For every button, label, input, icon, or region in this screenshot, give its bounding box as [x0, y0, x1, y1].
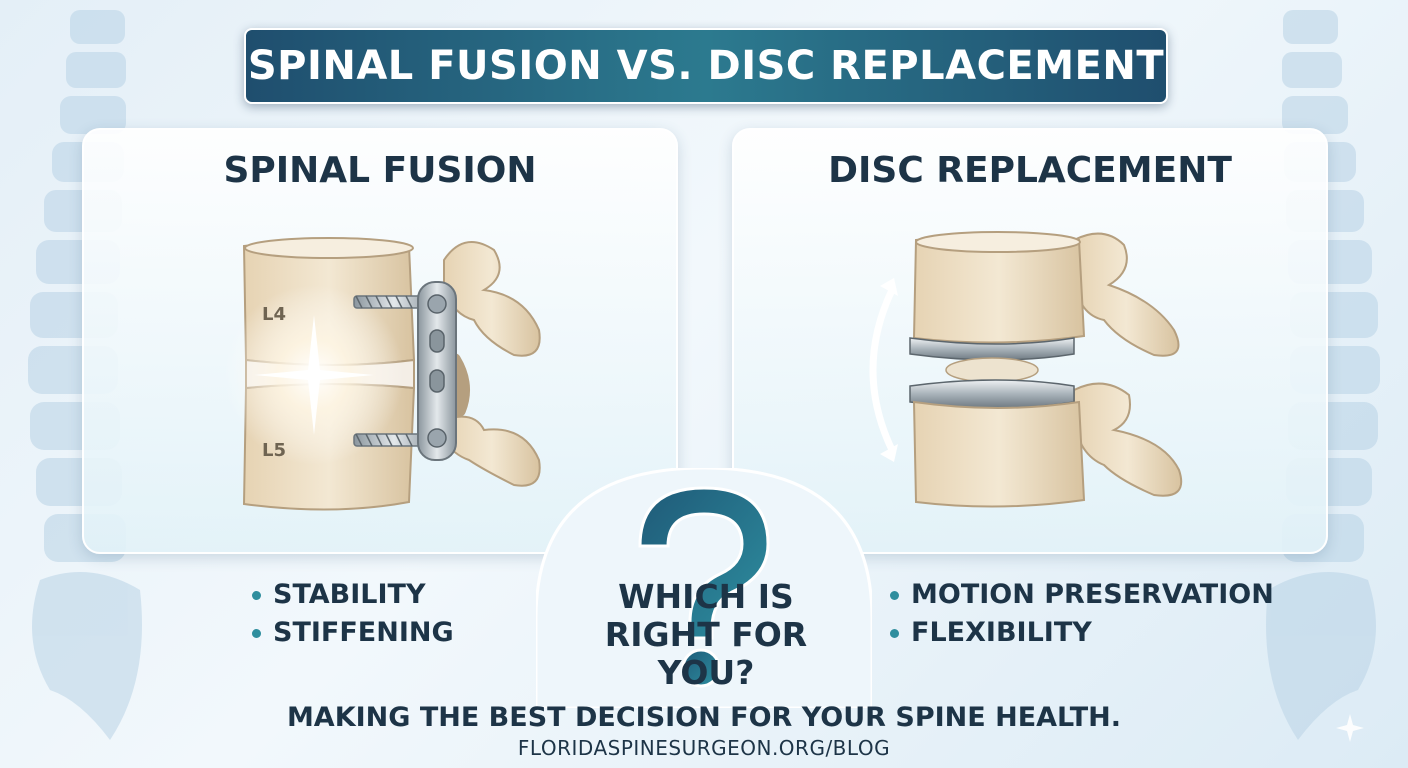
disc-replacement-panel: DISC REPLACEMENT [732, 128, 1328, 554]
bullet-dot-icon [890, 590, 899, 600]
list-item: STIFFENING [252, 614, 454, 652]
fusion-process-top [443, 241, 541, 357]
disc-replacement-illustration [869, 231, 1183, 508]
list-item: FLEXIBILITY [890, 614, 1274, 652]
spinal-fusion-panel: SPINAL FUSION [82, 128, 678, 554]
list-item: STABILITY [252, 576, 454, 614]
fusion-process-bottom [443, 415, 541, 487]
artificial-disc-implant [909, 337, 1075, 409]
bullet-dot-icon [890, 628, 899, 638]
fusion-bullet-list: STABILITY STIFFENING [252, 576, 454, 652]
page-title: SPINAL FUSION VS. DISC REPLACEMENT [247, 43, 1165, 89]
question-mark-icon [638, 486, 770, 688]
sparkle-icon [1336, 714, 1364, 742]
bullet-dot-icon [252, 628, 261, 638]
footer-tagline: MAKING THE BEST DECISION FOR YOUR SPINE … [286, 702, 1122, 733]
label-l5: L5 [262, 440, 286, 461]
replacement-bullet-list: MOTION PRESERVATION FLEXIBILITY [890, 576, 1274, 652]
footer-url: FLORIDASPINESURGEON.ORG/BLOG [517, 736, 891, 760]
list-item: MOTION PRESERVATION [890, 576, 1274, 614]
center-question: WHICH IS RIGHT FOR YOU? [604, 577, 808, 692]
spinal-fusion-illustration: L4 L5 [224, 237, 541, 511]
center-arch [536, 468, 872, 708]
bullet-dot-icon [252, 590, 261, 600]
rotation-arrow-icon [869, 278, 898, 462]
spinal-fusion-title: SPINAL FUSION [223, 150, 537, 191]
disc-replacement-title: DISC REPLACEMENT [828, 150, 1232, 191]
title-banner: SPINAL FUSION VS. DISC REPLACEMENT [244, 28, 1168, 104]
lower-vertebra [912, 400, 1086, 508]
label-l4: L4 [262, 304, 286, 325]
